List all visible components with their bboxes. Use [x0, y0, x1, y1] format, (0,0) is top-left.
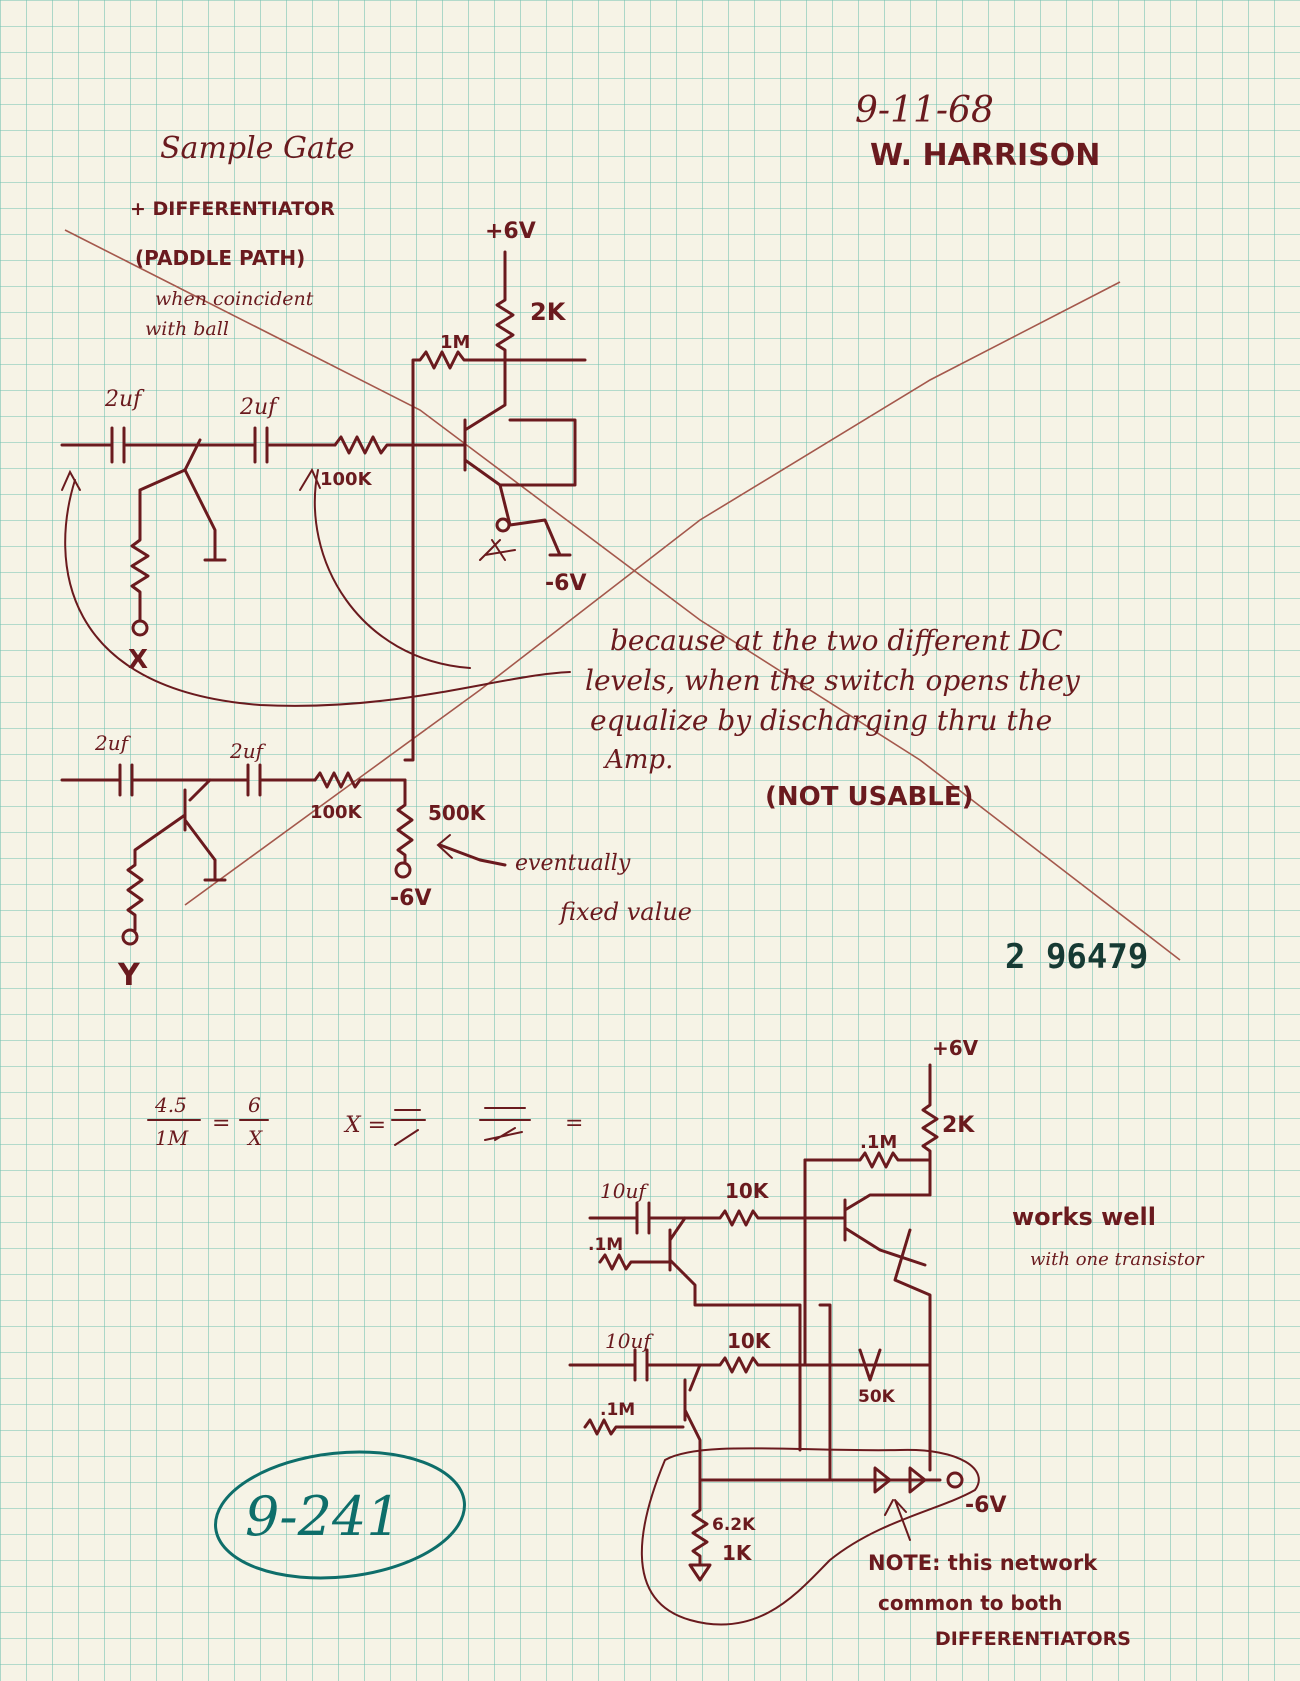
c3-r-collector: 2K: [942, 1113, 975, 1138]
c3-supply-neg: -6V: [965, 1493, 1006, 1518]
title-line-2: + DIFFERENTIATOR: [130, 198, 335, 220]
author: W. HARRISON: [870, 138, 1100, 173]
note-line-4: Amp.: [603, 745, 673, 775]
circuit-1: +6V 2K 1M 2uf 2uf 100K -6V X: [60, 219, 587, 762]
crossout-line-b: [184, 281, 1121, 906]
c1-cap-b: 2uf: [239, 395, 280, 420]
c2-input-label: Y: [117, 958, 141, 993]
c1-input-label: X: [128, 645, 148, 675]
c2-pot-note-2: fixed value: [558, 898, 692, 926]
eq-frac2-num: 6: [248, 1093, 261, 1117]
c1-supply-pos: +6V: [485, 219, 536, 244]
eq-frac1-den: 1M: [155, 1126, 189, 1150]
note-line-3: equalize by discharging thru the: [590, 704, 1052, 737]
c3-works-1: works well: [1012, 1203, 1156, 1231]
title-line-3: (PADDLE PATH): [135, 246, 305, 270]
c3-pot: 50K: [858, 1387, 896, 1407]
equation: 4.5 1M = 6 X X = =: [147, 1093, 583, 1150]
c2-pot-note-1: eventually: [515, 851, 631, 876]
stamped-number: 2 96479: [1005, 937, 1148, 977]
eq-equals-1: =: [212, 1111, 230, 1136]
circuit-2: 2uf 2uf 100K 500K -6V Y eventually fixed…: [60, 731, 692, 993]
c2-pot: 500K: [428, 801, 487, 825]
title-line-5: with ball: [145, 318, 229, 340]
c2-cap-b: 2uf: [229, 739, 267, 763]
note-line-2: levels, when the switch opens they: [585, 664, 1081, 697]
c3-supply-pos: +6V: [932, 1036, 979, 1060]
c3-note-2: common to both: [878, 1591, 1062, 1615]
eq-x-equals: X =: [343, 1113, 386, 1138]
c3-works-2: with one transistor: [1030, 1249, 1205, 1270]
date: 9-11-68: [855, 90, 994, 131]
c1-cap-a: 2uf: [104, 387, 145, 412]
c3-r-ground: 1K: [722, 1541, 753, 1565]
crossout-line-a: [64, 229, 1181, 961]
c3-r-top: 10K: [725, 1179, 770, 1203]
page-id: 9-241: [245, 1485, 401, 1548]
c3-r-feedback: .1M: [860, 1132, 897, 1153]
circuit-3: +6V 2K .1M 10uf 10K .1M 10uf 10K .1M 50K…: [568, 1036, 1205, 1650]
note-line-1: because at the two different DC: [610, 624, 1063, 657]
c3-cap-top: 10uf: [600, 1179, 649, 1203]
c1-supply-neg: -6V: [545, 571, 586, 596]
c3-note-1: NOTE: this network: [868, 1551, 1098, 1575]
c1-r-collector: 2K: [530, 298, 567, 326]
c2-cap-a: 2uf: [94, 731, 132, 755]
eq-frac2-den: X: [246, 1126, 263, 1150]
title-line-4: when coincident: [155, 288, 314, 310]
title-line-1: Sample Gate: [160, 131, 355, 166]
c2-r-series: 100K: [310, 802, 363, 823]
eq-equals-2: =: [565, 1111, 583, 1136]
c3-cap-bottom: 10uf: [605, 1329, 654, 1353]
c3-r-emitter: 6.2K: [712, 1515, 756, 1535]
note-verdict: (NOT USABLE): [765, 782, 974, 812]
c2-supply-neg: -6V: [390, 886, 431, 911]
c3-r-base-bottom: .1M: [600, 1400, 635, 1420]
c1-r-series: 100K: [320, 469, 373, 490]
crossed-out-note: because at the two different DC levels, …: [585, 624, 1081, 812]
c3-r-bottom: 10K: [727, 1329, 772, 1353]
c1-r-feedback: 1M: [440, 332, 470, 353]
c3-r-base-top: .1M: [588, 1235, 623, 1255]
page-id-stamp: 9-241: [214, 1450, 466, 1580]
eq-frac1-num: 4.5: [154, 1093, 187, 1117]
c3-note-3: DIFFERENTIATORS: [935, 1628, 1131, 1650]
